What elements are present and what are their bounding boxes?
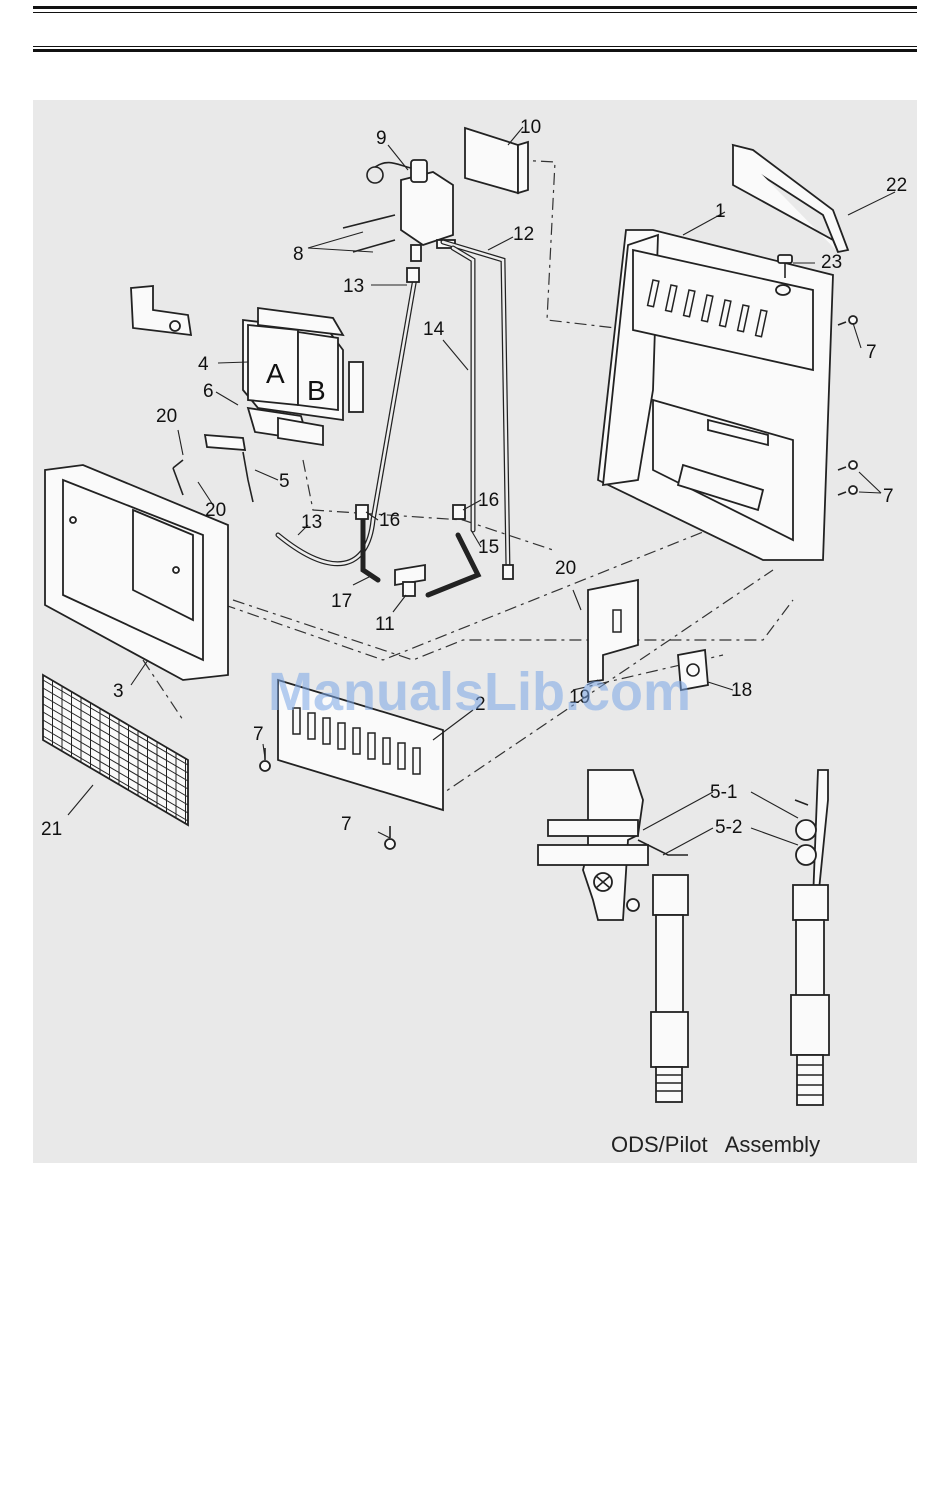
header-rule-bottom-thin — [33, 46, 917, 47]
label-17: 17 — [331, 591, 352, 612]
header-rule-bottom — [33, 49, 917, 52]
exploded-parts-diagram: 1 22 23 7 7 10 9 8 12 13 14 4 A B 6 20 5… — [33, 100, 917, 1163]
part-5-ods-pilot — [173, 435, 253, 502]
label-7-c: 7 — [253, 724, 264, 745]
label-box-a: A — [266, 358, 285, 389]
header-rule-top — [33, 6, 917, 9]
label-box-b: B — [307, 375, 326, 406]
label-9: 9 — [376, 128, 387, 149]
label-5: 5 — [279, 471, 290, 492]
label-7-b: 7 — [883, 486, 894, 507]
label-20-c: 20 — [555, 558, 576, 579]
mounting-bracket — [131, 286, 191, 335]
label-13-b: 13 — [301, 512, 322, 533]
part-9-gas-valve — [367, 160, 455, 261]
part-8-screws — [343, 215, 395, 252]
part-1-cabinet — [598, 230, 833, 560]
part-10-plate — [465, 128, 528, 193]
ods-pilot-assembly-caption: ODS/Pilot Assembly — [611, 1132, 820, 1157]
label-5-1: 5-1 — [710, 782, 737, 803]
label-18: 18 — [731, 680, 752, 701]
part-22-wall-bracket — [733, 145, 848, 252]
label-23: 23 — [821, 252, 842, 273]
pilot-thread-left — [656, 1067, 682, 1102]
label-20-b: 20 — [205, 500, 226, 521]
part-3-firebox-frame — [45, 465, 228, 680]
label-4: 4 — [198, 354, 209, 375]
label-16-b: 16 — [478, 490, 499, 511]
label-10: 10 — [520, 117, 541, 138]
ods-pilot-assembly-detail — [538, 770, 829, 1105]
label-6: 6 — [203, 381, 214, 402]
label-14: 14 — [423, 319, 445, 340]
pilot-thread-right — [797, 1055, 823, 1105]
part-11-tee-fitting — [395, 565, 425, 596]
label-13-a: 13 — [343, 276, 364, 297]
label-12: 12 — [513, 224, 534, 245]
label-3: 3 — [113, 681, 124, 702]
label-15: 15 — [478, 537, 499, 558]
label-20-a: 20 — [156, 406, 177, 427]
label-22: 22 — [886, 175, 907, 196]
label-7-a: 7 — [866, 342, 877, 363]
header-rule-top-thin — [33, 12, 917, 13]
label-1: 1 — [715, 201, 726, 222]
label-8: 8 — [293, 244, 304, 265]
label-7-d: 7 — [341, 814, 352, 835]
watermark: ManualsLib.com — [268, 662, 691, 722]
part-4-burner-assembly — [243, 308, 363, 420]
label-16-a: 16 — [379, 510, 400, 531]
label-21: 21 — [41, 819, 62, 840]
label-11: 11 — [375, 614, 395, 635]
label-5-2: 5-2 — [715, 817, 742, 838]
